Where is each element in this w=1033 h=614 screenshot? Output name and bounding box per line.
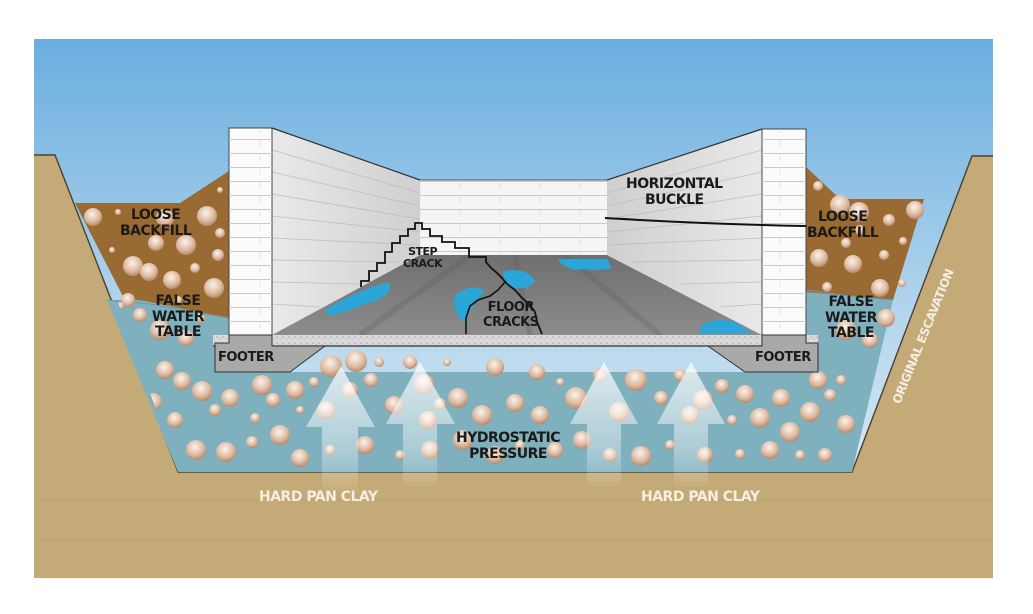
concrete-slab-edge (213, 335, 818, 346)
pressure-arrow-4 (657, 362, 725, 486)
label-floor-cracks: FLOOR CRACKS (483, 300, 539, 330)
label-false-water-table-right: FALSE WATER TABLE (825, 294, 877, 342)
label-horizontal-buckle: HORIZONTAL BUCKLE (626, 176, 723, 208)
left-wall-interior (272, 128, 420, 335)
hydrostatic-pressure-arrows (306, 362, 725, 490)
pressure-arrow-2 (386, 362, 455, 486)
basement-floor (272, 255, 762, 335)
floor-crack-line (465, 281, 506, 334)
footer-right (706, 334, 819, 373)
label-loose-backfill-left: LOOSE BACKFILL (120, 207, 192, 239)
label-hard-pan-clay-left: HARD PAN CLAY (259, 489, 378, 505)
gravel-pebbles (84, 181, 924, 307)
loose-backfill-left (75, 171, 229, 345)
water-puddles (325, 259, 752, 334)
step-crack-line (360, 222, 543, 335)
horizontal-buckle-line (604, 217, 807, 227)
pressure-arrow-3 (570, 362, 638, 486)
label-footer-left: FOOTER (218, 350, 274, 365)
label-hydrostatic-pressure: HYDROSTATIC PRESSURE (456, 430, 560, 462)
label-footer-right: FOOTER (755, 350, 811, 365)
label-loose-backfill-right: LOOSE BACKFILL (807, 209, 879, 241)
pressure-arrow-1 (306, 366, 375, 490)
label-hard-pan-clay-right: HARD PAN CLAY (641, 489, 760, 505)
label-false-water-table-left: FALSE WATER TABLE (152, 293, 204, 341)
label-step-crack: STEP CRACK (403, 245, 443, 271)
footer-left (214, 334, 327, 373)
